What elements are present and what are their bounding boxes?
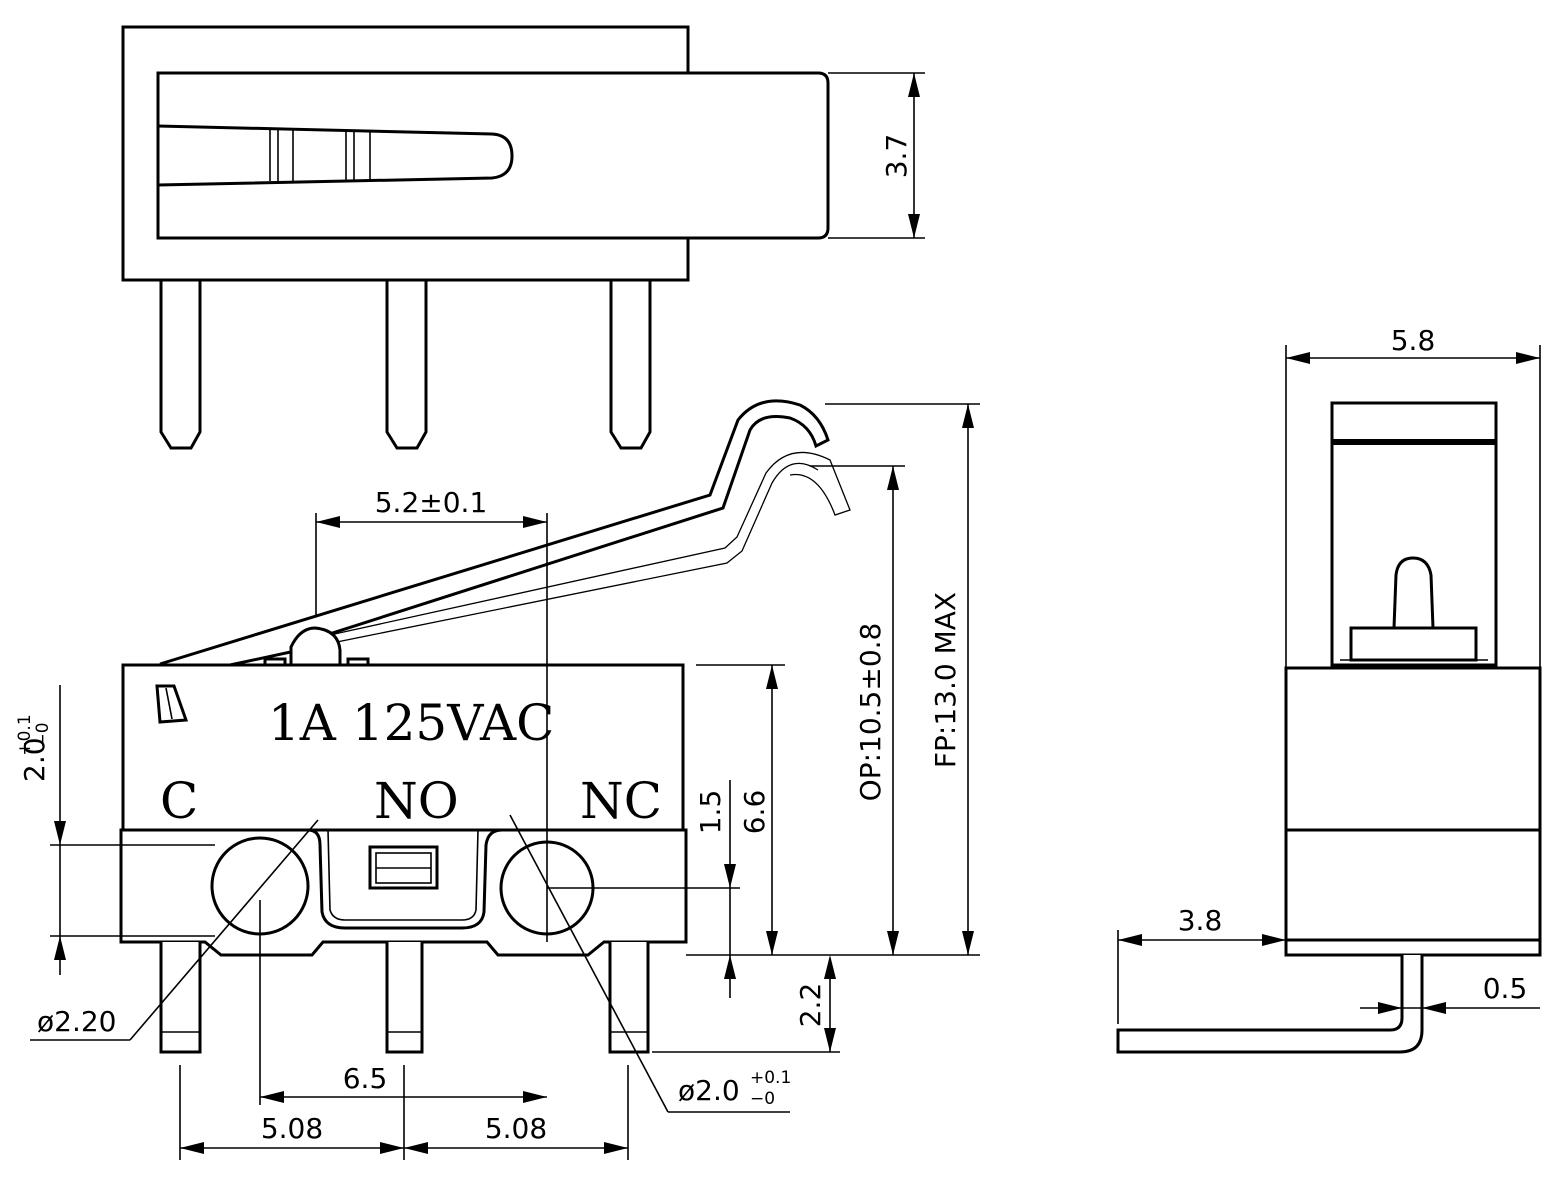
switch-body xyxy=(121,663,685,832)
dim-side-offset: 3.8 xyxy=(1178,904,1223,937)
body-marker xyxy=(155,684,189,724)
side-body-upper xyxy=(1284,666,1542,832)
dim-hole-big-tol-plus: +0.1 xyxy=(750,1068,791,1088)
dim-flange-tol-minus: −0 xyxy=(33,722,53,747)
dim-hole-big: ø2.0 xyxy=(678,1074,740,1107)
side-plunger-base xyxy=(1349,626,1478,662)
side-pin xyxy=(1116,955,1424,1054)
dim-pin-pitch-left: 5.08 xyxy=(261,1112,323,1145)
rating-label: 1A 125VAC xyxy=(268,694,554,752)
front-view: 1A 125VAC C NO NC 5.2±0.1 OP:10.5±0.8 FP… xyxy=(15,399,980,1160)
dim-fp: FP:13.0 MAX xyxy=(929,592,962,768)
top-lever-plate xyxy=(156,71,830,240)
dim-body-height: 6.6 xyxy=(738,790,771,835)
top-pin-c xyxy=(159,280,202,450)
dim-flange-height: 2.0 xyxy=(18,737,51,782)
dim-width: 5.8 xyxy=(1391,324,1436,357)
plunger xyxy=(289,626,342,664)
side-lever xyxy=(1330,401,1498,667)
top-pin-nc xyxy=(609,280,652,450)
top-lever-arm xyxy=(157,124,514,187)
dim-flange-tol-plus: +0.1 xyxy=(15,714,35,755)
side-view: 5.8 3.8 0.5 xyxy=(1116,324,1542,1054)
dim-hole-small: ø2.20 xyxy=(37,1005,116,1038)
dim-pin-length: 2.2 xyxy=(794,983,827,1028)
side-plunger xyxy=(1392,556,1435,629)
top-pin-no xyxy=(385,280,428,450)
pin-label-c: C xyxy=(160,772,198,830)
dim-actuator-pos: 5.2±0.1 xyxy=(375,486,488,519)
top-view: 3.7 xyxy=(121,25,925,450)
side-body-lower xyxy=(1284,828,1542,957)
dim-op: OP:10.5±0.8 xyxy=(854,623,887,802)
dim-hole-pitch: 6.5 xyxy=(343,1062,388,1095)
lever-arm xyxy=(159,399,830,667)
pin-no xyxy=(385,942,424,1054)
dim-thickness: 3.7 xyxy=(880,134,913,179)
dim-hole-center: 1.5 xyxy=(694,790,727,835)
pin-label-no: NO xyxy=(374,772,459,830)
lever-ghost-top xyxy=(329,451,851,636)
dim-pin-pitch-right: 5.08 xyxy=(485,1112,547,1145)
dim-pin-thickness: 0.5 xyxy=(1483,972,1528,1005)
dim-hole-big-tol-minus: −0 xyxy=(750,1089,775,1109)
pin-label-nc: NC xyxy=(580,772,662,830)
pin-nc xyxy=(608,942,650,1054)
